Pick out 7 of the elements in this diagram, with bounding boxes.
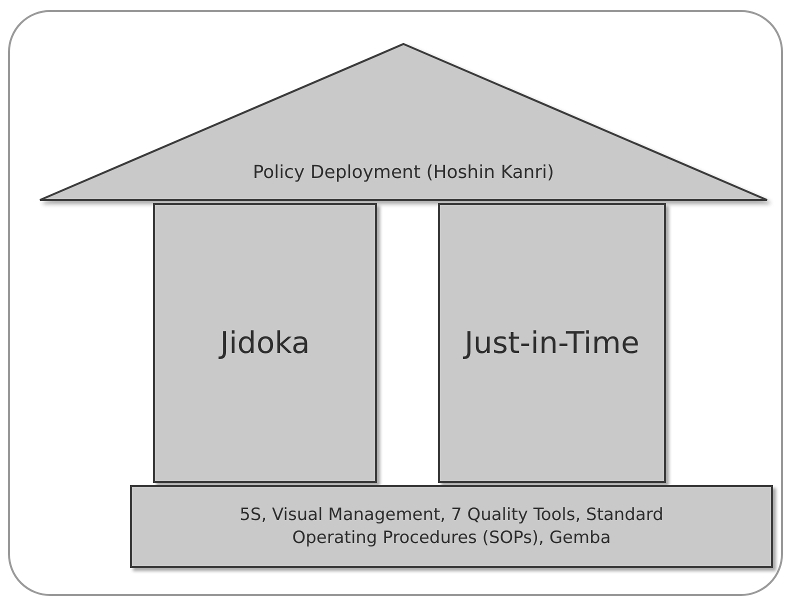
pillar-box bbox=[438, 203, 666, 483]
node-label: Jidoka bbox=[218, 324, 311, 362]
node-label: 5S, Visual Management, 7 Quality Tools, Standard Operating Procedures (SOPs), Gemba bbox=[238, 504, 664, 549]
foundation-box bbox=[130, 485, 773, 568]
node-label: Just-in-Time bbox=[462, 324, 640, 362]
node-label: Policy Deployment (Hoshin Kanri) bbox=[252, 160, 556, 184]
pillar-box bbox=[153, 203, 377, 483]
